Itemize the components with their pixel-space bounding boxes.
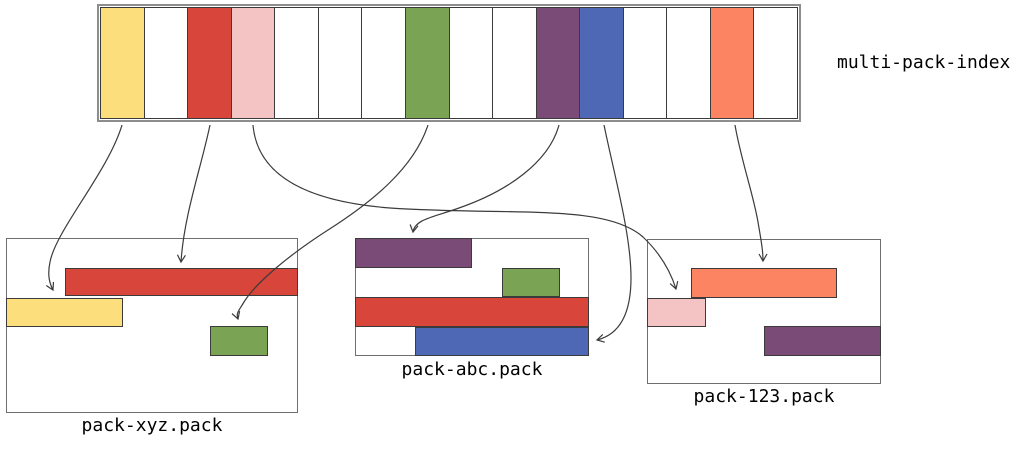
pack-xyz-label: pack-xyz.pack bbox=[81, 415, 223, 436]
empty-index-cell bbox=[361, 7, 406, 119]
yellow-index-cell bbox=[100, 7, 145, 119]
arrow-index-cell-purple-to-pack-abc-purple bbox=[409, 124, 560, 234]
multi-pack-index-bar bbox=[97, 4, 801, 122]
pack-xyz-green-object bbox=[210, 326, 268, 356]
empty-index-cell bbox=[143, 7, 189, 119]
green-index-cell bbox=[404, 7, 450, 119]
arrow-index-cell-blue-to-pack-abc-blue bbox=[595, 124, 632, 343]
salmon-index-cell bbox=[709, 7, 755, 119]
empty-index-cell bbox=[492, 7, 537, 119]
pack-xyz-red-object bbox=[65, 268, 298, 296]
pack-123-pink-object bbox=[647, 298, 706, 327]
red-index-cell bbox=[187, 7, 232, 119]
pack-abc-red-object bbox=[355, 297, 589, 327]
pink-index-cell bbox=[230, 7, 276, 119]
pack-xyz-yellow-object bbox=[6, 298, 123, 327]
empty-index-cell bbox=[622, 7, 668, 119]
blue-index-cell bbox=[579, 7, 624, 119]
pack-abc-label: pack-abc.pack bbox=[401, 359, 543, 380]
pack-abc-blue-object bbox=[415, 327, 589, 356]
purple-index-cell bbox=[535, 7, 581, 119]
multi-pack-index-label: multi-pack-index bbox=[837, 52, 1011, 73]
empty-index-cell bbox=[448, 7, 494, 119]
empty-index-cell bbox=[666, 7, 711, 119]
pack-123-label: pack-123.pack bbox=[693, 386, 835, 407]
empty-index-cell bbox=[274, 7, 319, 119]
empty-index-cell bbox=[317, 7, 363, 119]
pack-abc-green-object bbox=[502, 268, 560, 297]
pack-abc-purple-object bbox=[355, 238, 472, 268]
pack-123-purple-object bbox=[764, 326, 881, 356]
empty-index-cell bbox=[753, 7, 798, 119]
pack-123-salmon-object bbox=[691, 268, 837, 298]
